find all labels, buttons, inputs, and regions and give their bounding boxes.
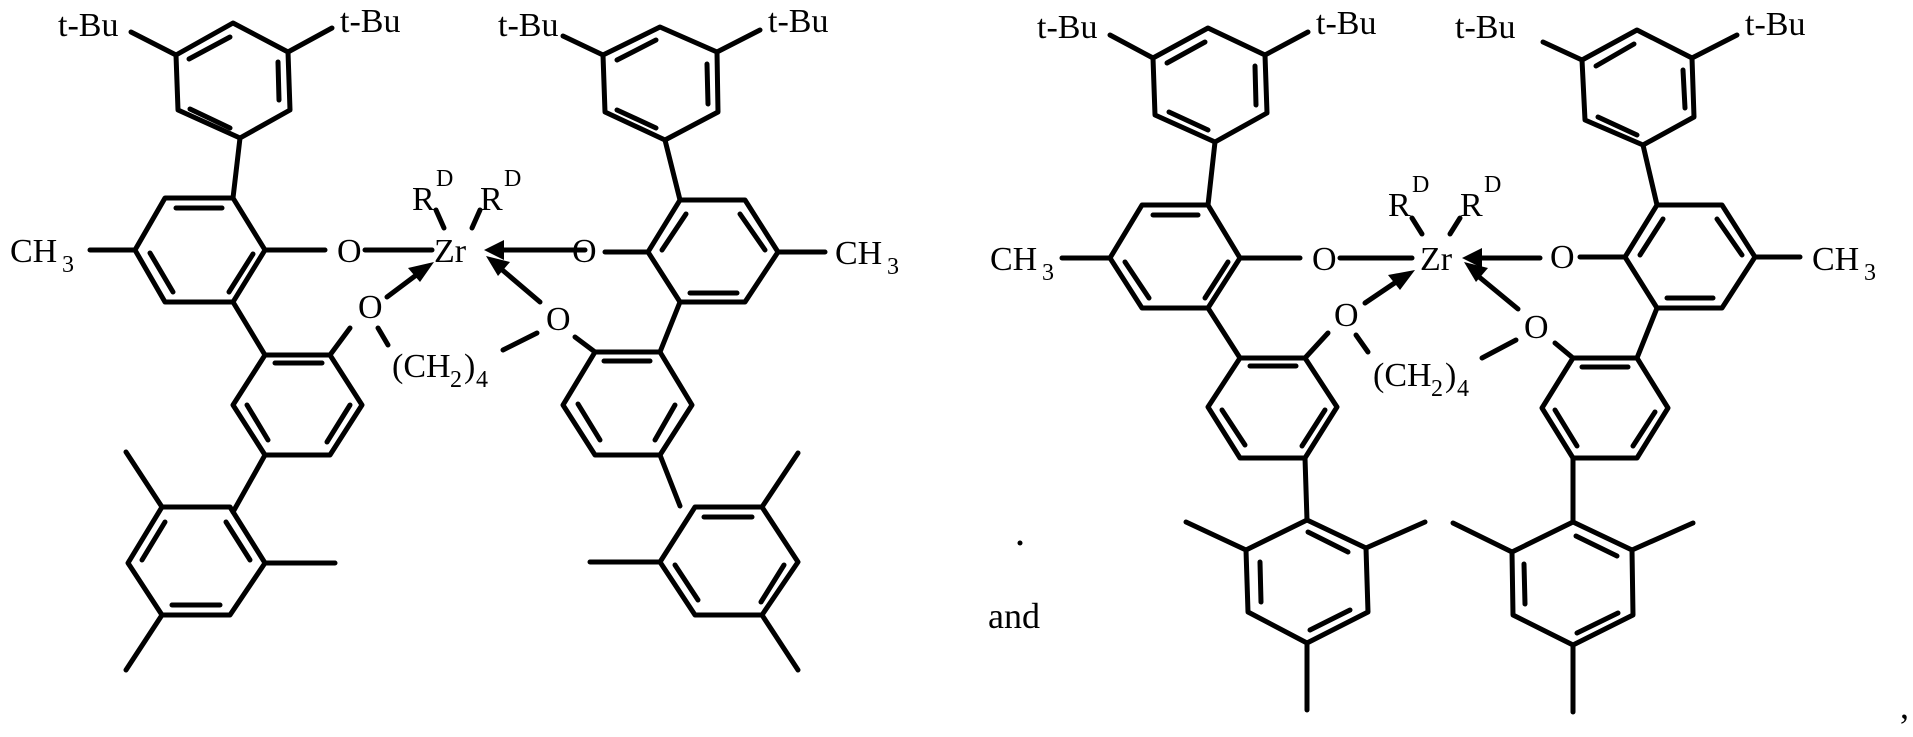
stray-dot [1017, 540, 1023, 546]
svg-text:3: 3 [1042, 260, 1054, 286]
svg-text:CH: CH [835, 235, 882, 272]
svg-text:3: 3 [62, 252, 74, 278]
left-mesityl-ring [1183, 517, 1428, 713]
zirconium-label: Zr [1420, 241, 1453, 278]
tbu-label: t-Bu [1455, 9, 1515, 46]
tbu-label: t-Bu [58, 7, 118, 44]
dative-bond-arrow [484, 240, 588, 260]
ch3-label: CH 3 [1812, 241, 1876, 286]
right-mesityl-ring [1450, 519, 1696, 715]
left-complex: t-Bu t-Bu CH 3 O Zr R D R D [10, 3, 899, 673]
right-phenoxide-ring [1577, 202, 1803, 361]
ch3-label: CH 3 [10, 233, 74, 278]
svg-text:R: R [1460, 187, 1483, 224]
svg-text:CH: CH [10, 233, 57, 270]
butylene-linker-label: (CH 2 ) 4 [1373, 357, 1469, 402]
svg-text:2: 2 [1431, 376, 1443, 402]
rd-ligand: R D [412, 166, 453, 231]
svg-text:3: 3 [1864, 260, 1876, 286]
tbu-label: t-Bu [498, 7, 558, 44]
left-upper-right-tbu-phenyl-ring [560, 24, 763, 203]
svg-text:(CH: (CH [392, 348, 451, 385]
dative-bond-arrow [1464, 262, 1521, 312]
right-upper-tbu-phenyl-ring [1540, 27, 1740, 208]
dative-bond-arrow [1462, 248, 1543, 268]
left-upper-tbu-phenyl-ring [1107, 25, 1311, 208]
trailing-comma: , [1900, 686, 1909, 726]
left-mesityl-ring [123, 449, 338, 673]
oxygen-label: O [1524, 309, 1549, 346]
svg-text:CH: CH [1812, 241, 1859, 278]
svg-text:R: R [412, 181, 435, 218]
rd-ligand: R D [469, 166, 521, 231]
oxygen-label: O [546, 301, 571, 338]
dative-bond-arrow [486, 256, 543, 305]
right-mesityl-ring [587, 450, 801, 673]
svg-text:3: 3 [887, 254, 899, 280]
left-upper-tbu-phenyl-ring [128, 20, 335, 201]
svg-text:): ) [464, 348, 475, 385]
tbu-label: t-Bu [768, 3, 828, 40]
connector-text: and [988, 596, 1040, 636]
svg-text:R: R [1388, 187, 1411, 224]
svg-text:R: R [480, 181, 503, 218]
oxygen-label: O [572, 233, 597, 270]
svg-text:D: D [1484, 172, 1501, 198]
oxygen-label: O [1550, 239, 1575, 276]
left-lower-ether-ring [1205, 330, 1340, 523]
left-phenoxide-ring [1059, 202, 1303, 361]
tbu-label: t-Bu [1745, 6, 1805, 43]
svg-text:D: D [504, 166, 521, 192]
svg-text:(CH: (CH [1373, 357, 1432, 394]
svg-text:4: 4 [476, 367, 488, 393]
dative-bond-arrow [1362, 270, 1415, 306]
right-complex: t-Bu t-Bu CH 3 O Zr R D R D [990, 5, 1876, 715]
butylene-linker-label: (CH 2 ) 4 [392, 348, 488, 393]
svg-text:D: D [436, 166, 453, 192]
svg-text:D: D [1412, 172, 1429, 198]
svg-text:4: 4 [1457, 376, 1469, 402]
oxygen-label: O [337, 233, 362, 270]
left-phenoxide-ring [87, 195, 328, 358]
zirconium-label: Zr [434, 233, 467, 270]
rd-ligand: R D [1447, 172, 1501, 237]
oxygen-label: O [1334, 297, 1359, 334]
svg-text:CH: CH [990, 241, 1037, 278]
oxygen-label: O [1312, 241, 1337, 278]
right-phenoxide-ring [602, 197, 828, 355]
right-lower-ether-ring [560, 334, 695, 509]
dative-bond-arrow [384, 262, 434, 300]
left-lower-ether-ring [230, 325, 365, 515]
oxygen-label: O [358, 289, 383, 326]
tbu-label: t-Bu [1037, 9, 1097, 46]
ch3-label: CH 3 [835, 235, 899, 280]
ch3-label: CH 3 [990, 241, 1054, 286]
right-lower-ether-ring [1539, 340, 1671, 525]
tbu-label: t-Bu [340, 3, 400, 40]
svg-text:2: 2 [450, 367, 462, 393]
tbu-label: t-Bu [1316, 5, 1376, 42]
rd-ligand: R D [1388, 172, 1429, 237]
svg-text:): ) [1445, 357, 1456, 394]
